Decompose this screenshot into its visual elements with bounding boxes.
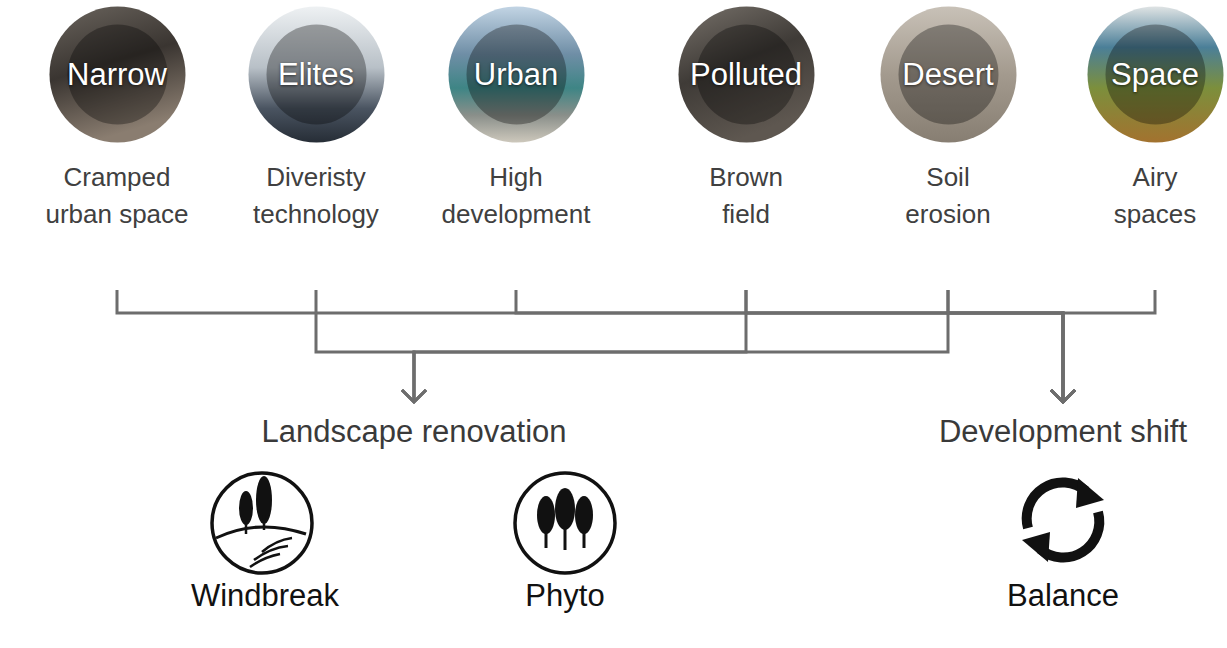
outcome-heading: Development shift — [939, 414, 1187, 449]
circle-keyword: Narrow — [49, 6, 186, 143]
circle-keyword: Space — [1087, 6, 1224, 143]
connector — [316, 290, 426, 402]
connector-line — [117, 290, 1063, 402]
connector-line — [1063, 290, 1155, 402]
arrow-head — [402, 390, 426, 402]
connector-line — [414, 290, 746, 402]
connector — [402, 290, 746, 402]
photo-circle: Narrow — [49, 6, 186, 143]
circle-keyword: Desert — [880, 6, 1017, 143]
circle-fill — [880, 7, 1016, 143]
outcome-node: Landscape renovation — [253, 402, 574, 454]
photo-circle-node: PollutedBrown field — [676, 6, 816, 290]
connector-line — [746, 290, 1063, 402]
circle-fill — [49, 7, 185, 143]
connector — [948, 290, 1075, 402]
connector-line — [316, 290, 414, 402]
icon-label: Phyto — [525, 578, 604, 614]
photo-circle-node: NarrowCramped urban space — [37, 6, 197, 290]
connector — [746, 290, 1075, 402]
outcome-heading: Landscape renovation — [261, 414, 566, 449]
circle-fill — [448, 7, 584, 143]
photo-circle-node: DesertSoil erosion — [878, 6, 1018, 290]
balance-cycle-icon — [1022, 478, 1104, 562]
circle-keyword: Polluted — [678, 6, 815, 143]
connector-line — [948, 290, 1063, 402]
connector — [516, 290, 1075, 402]
circle-caption: Diveristy technology — [231, 159, 401, 233]
photo-circle: Urban — [448, 6, 585, 143]
circle-fill — [678, 7, 814, 143]
photo-circle-node: UrbanHigh development — [429, 6, 604, 290]
photo-circle-node: ElitesDiveristy technology — [231, 6, 401, 290]
photo-circle: Polluted — [678, 6, 815, 143]
connector — [117, 290, 1075, 402]
outcome-node: Development shift — [931, 402, 1195, 454]
photo-circle: Space — [1087, 6, 1224, 143]
circle-caption: Cramped urban space — [37, 159, 197, 233]
connector — [1051, 290, 1155, 402]
circle-keyword: Urban — [448, 6, 585, 143]
circle-fill — [248, 7, 384, 143]
connector-line — [414, 290, 948, 402]
arrow-head — [1051, 390, 1075, 402]
circle-caption: Brown field — [691, 159, 801, 233]
circle-caption: Airy spaces — [1100, 159, 1210, 233]
icon-label: Balance — [1007, 578, 1119, 614]
circle-fill — [1087, 7, 1223, 143]
icon-label: Windbreak — [191, 578, 339, 614]
connector — [402, 290, 948, 402]
phyto-icon — [515, 473, 615, 573]
photo-circle: Elites — [248, 6, 385, 143]
circle-caption: Soil erosion — [893, 159, 1003, 233]
circle-keyword: Elites — [248, 6, 385, 143]
windbreak-icon — [212, 473, 312, 573]
connector-line — [516, 290, 1063, 402]
photo-circle: Desert — [880, 6, 1017, 143]
photo-circle-node: SpaceAiry spaces — [1085, 6, 1225, 290]
circle-caption: High development — [429, 159, 604, 233]
